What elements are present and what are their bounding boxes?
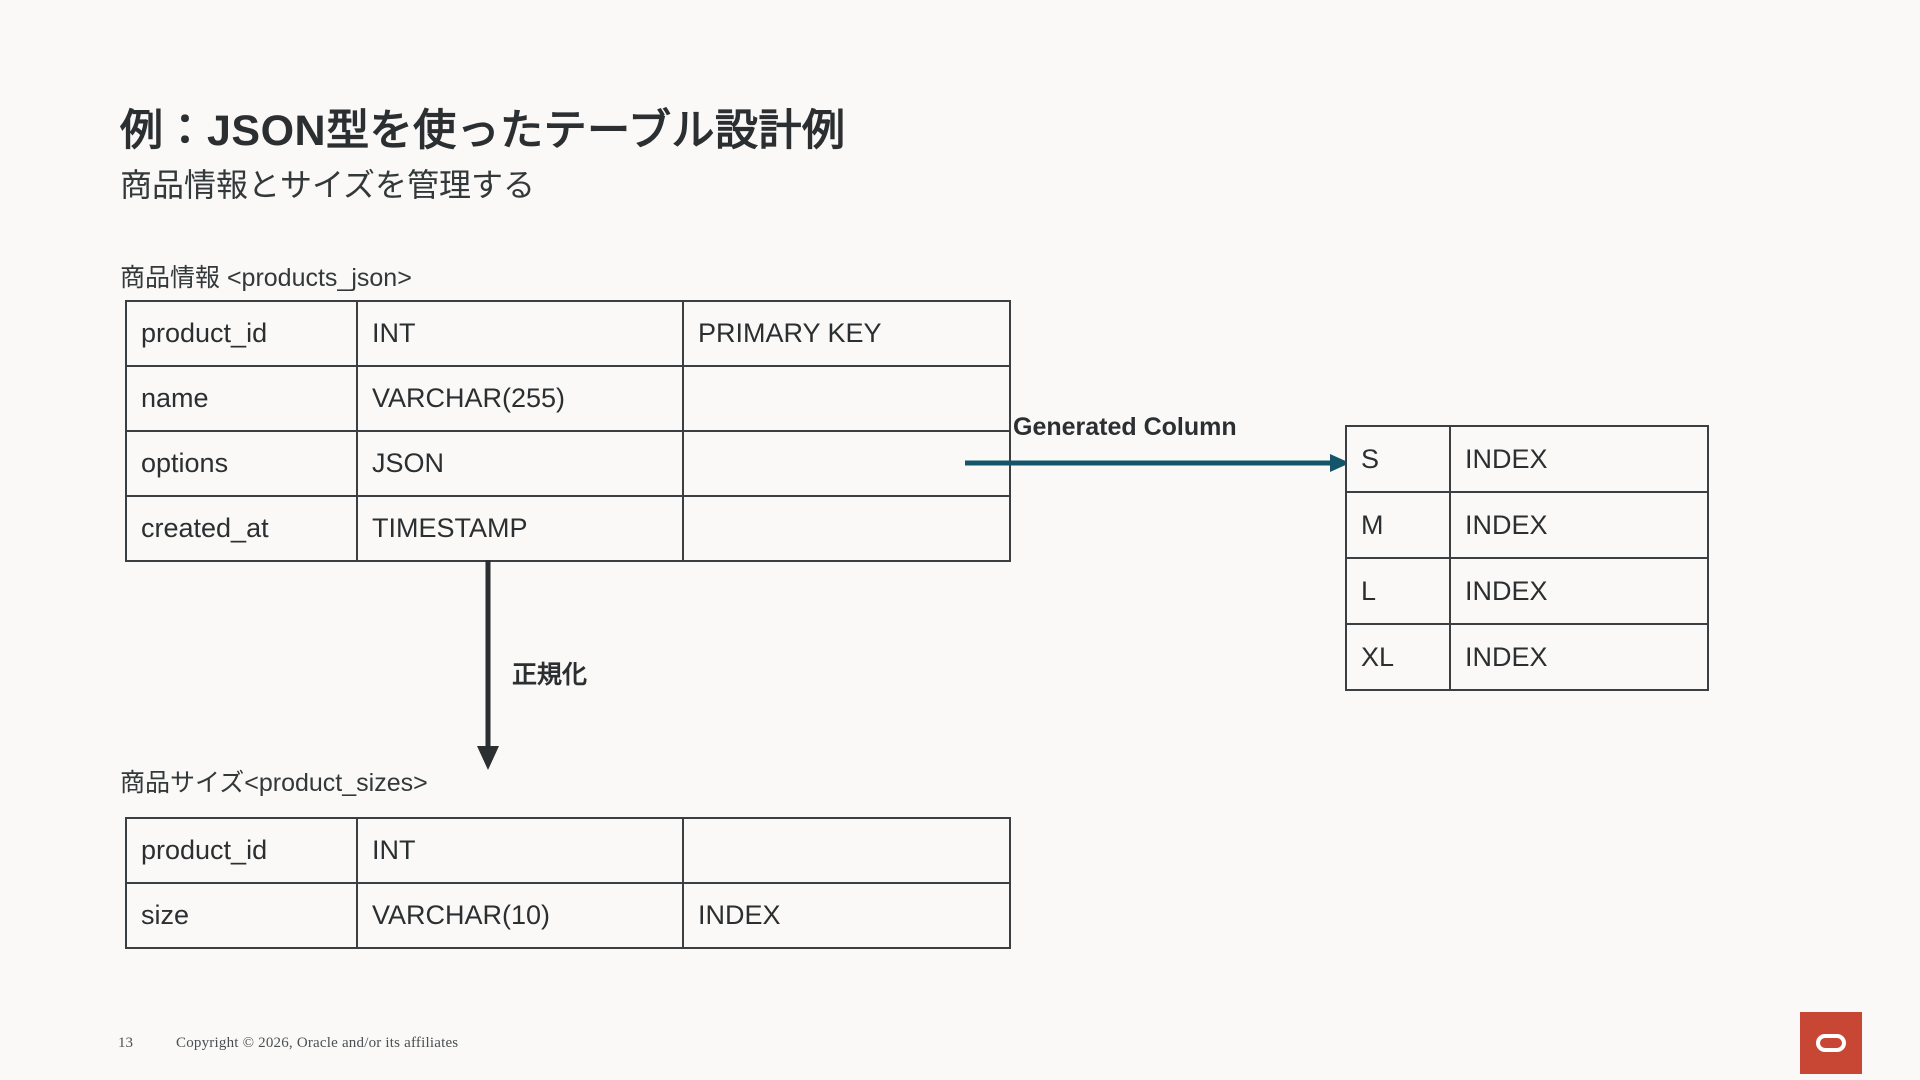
- generated-column-arrow-icon: [965, 454, 1350, 472]
- table-row: options JSON: [125, 430, 1011, 497]
- column-type-cell: TIMESTAMP: [356, 495, 684, 562]
- column-name-cell: name: [125, 365, 358, 432]
- size-value-cell: M: [1345, 491, 1451, 559]
- column-name-cell: size: [125, 882, 358, 949]
- column-type-cell: INT: [356, 817, 684, 884]
- column-name-cell: options: [125, 430, 358, 497]
- column-name-cell: product_id: [125, 300, 358, 367]
- column-constraint-cell: [682, 430, 1011, 497]
- column-constraint-cell: [682, 365, 1011, 432]
- size-index-cell: INDEX: [1449, 623, 1709, 691]
- column-type-cell: JSON: [356, 430, 684, 497]
- column-constraint-cell: PRIMARY KEY: [682, 300, 1011, 367]
- column-constraint-cell: [682, 495, 1011, 562]
- oracle-oval-mark: [1816, 1034, 1846, 1052]
- table-row: product_id INT: [125, 817, 1011, 884]
- table-row: L INDEX: [1345, 557, 1709, 625]
- sizes-table: product_id INT size VARCHAR(10) INDEX: [125, 817, 1011, 949]
- generated-column-table: S INDEX M INDEX L INDEX XL INDEX: [1345, 425, 1709, 691]
- size-index-cell: INDEX: [1449, 557, 1709, 625]
- column-type-cell: VARCHAR(255): [356, 365, 684, 432]
- page-title: 例：JSON型を使ったテーブル設計例: [120, 107, 846, 155]
- size-index-cell: INDEX: [1449, 491, 1709, 559]
- sizes-table-caption: 商品サイズ<product_sizes>: [120, 769, 428, 797]
- table-row: created_at TIMESTAMP: [125, 495, 1011, 562]
- size-value-cell: L: [1345, 557, 1451, 625]
- normalize-arrow-icon: [477, 560, 499, 770]
- column-name-cell: product_id: [125, 817, 358, 884]
- column-name-cell: created_at: [125, 495, 358, 562]
- products-table-caption: 商品情報 <products_json>: [120, 264, 412, 292]
- table-row: S INDEX: [1345, 425, 1709, 493]
- table-row: XL INDEX: [1345, 623, 1709, 691]
- column-type-cell: VARCHAR(10): [356, 882, 684, 949]
- column-constraint-cell: INDEX: [682, 882, 1011, 949]
- products-table: product_id INT PRIMARY KEY name VARCHAR(…: [125, 300, 1011, 562]
- copyright-text: Copyright © 2026, Oracle and/or its affi…: [176, 1035, 459, 1051]
- page-subtitle: 商品情報とサイズを管理する: [120, 167, 536, 203]
- table-row: M INDEX: [1345, 491, 1709, 559]
- normalize-label: 正規化: [512, 661, 588, 689]
- page-number: 13: [118, 1035, 133, 1051]
- size-value-cell: XL: [1345, 623, 1451, 691]
- size-value-cell: S: [1345, 425, 1451, 493]
- oracle-logo-icon: [1800, 1012, 1862, 1074]
- size-index-cell: INDEX: [1449, 425, 1709, 493]
- generated-column-label: Generated Column: [1013, 413, 1237, 441]
- column-constraint-cell: [682, 817, 1011, 884]
- table-row: product_id INT PRIMARY KEY: [125, 300, 1011, 367]
- table-row: name VARCHAR(255): [125, 365, 1011, 432]
- table-row: size VARCHAR(10) INDEX: [125, 882, 1011, 949]
- column-type-cell: INT: [356, 300, 684, 367]
